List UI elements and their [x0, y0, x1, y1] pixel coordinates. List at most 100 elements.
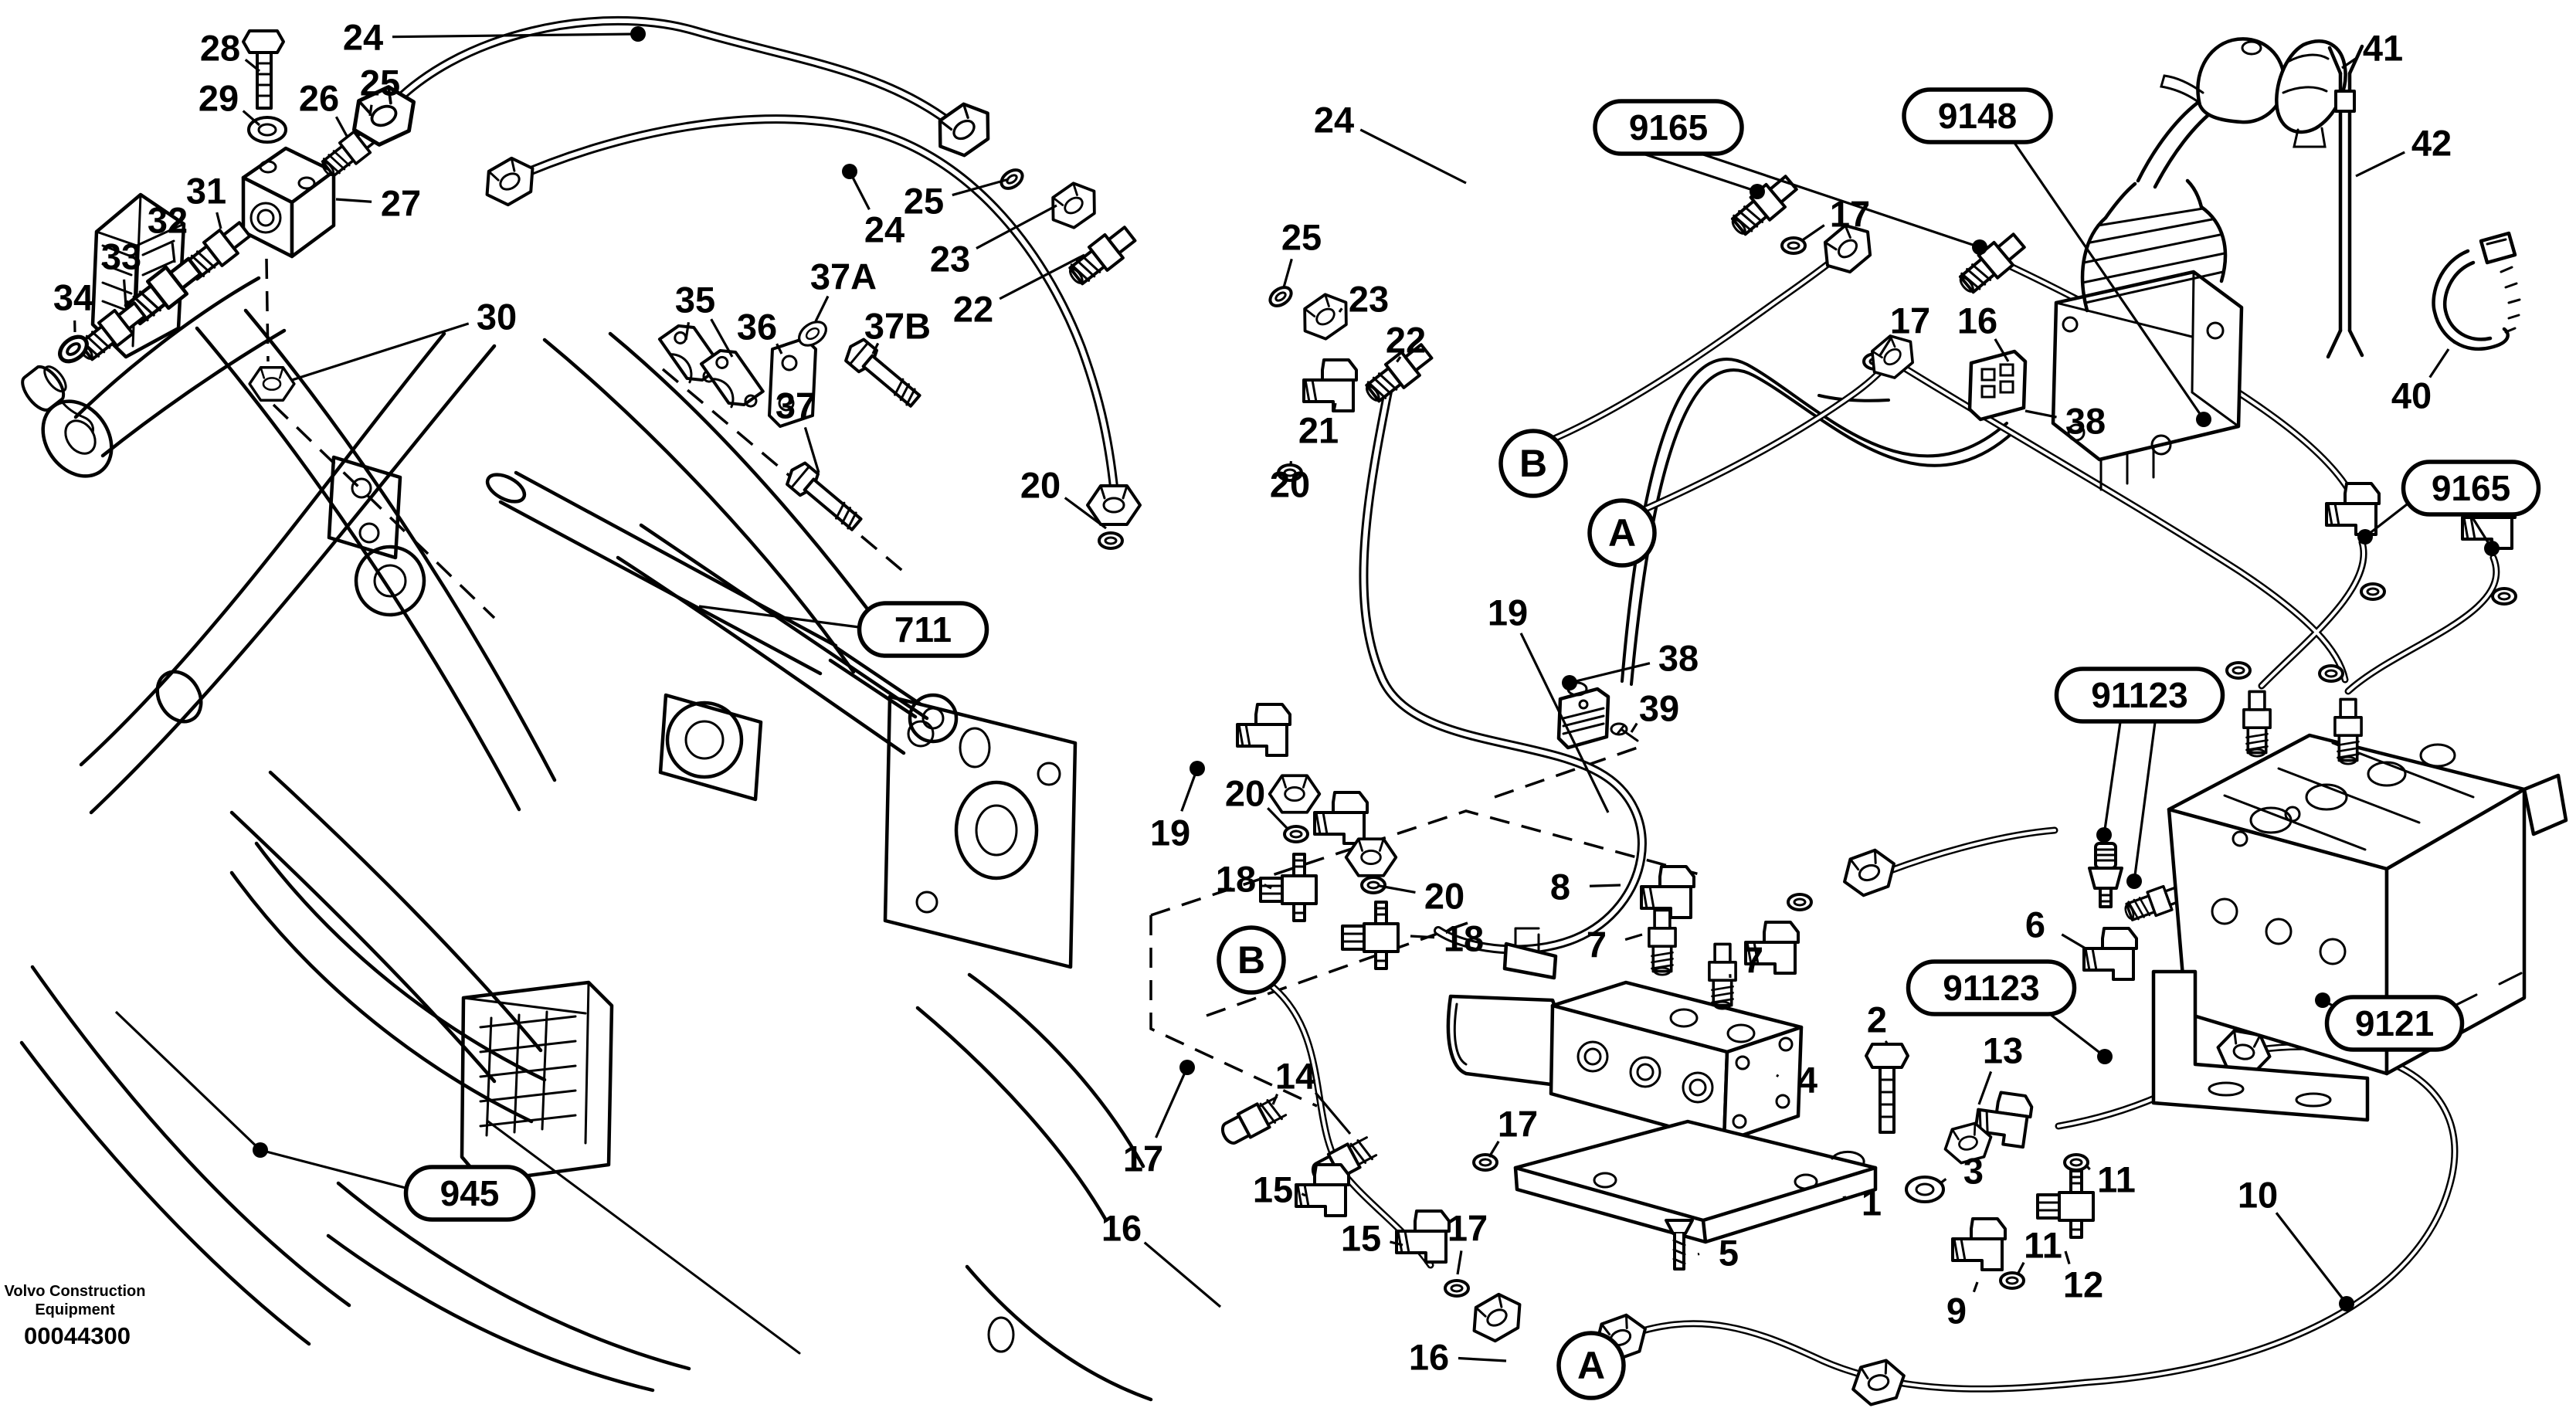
- part-label-41: 41: [2341, 28, 2403, 70]
- part-label-5: 5: [1697, 1233, 1739, 1274]
- part-label-18: 18: [1216, 859, 1272, 900]
- svg-text:16: 16: [1409, 1337, 1449, 1378]
- svg-text:33: 33: [101, 236, 141, 277]
- svg-text:31: 31: [186, 171, 226, 212]
- part-label-32: 32: [148, 200, 188, 263]
- svg-text:3: 3: [1963, 1151, 1984, 1192]
- part-label-17: 17: [1879, 300, 1930, 356]
- svg-text:9121: 9121: [2355, 1003, 2434, 1043]
- svg-text:17: 17: [1890, 300, 1930, 341]
- svg-text:17: 17: [1448, 1208, 1488, 1249]
- part-label-36: 36: [737, 307, 783, 355]
- svg-text:1: 1: [1862, 1182, 1882, 1223]
- part-label-13: 13: [1977, 1030, 2023, 1105]
- svg-text:19: 19: [1488, 592, 1528, 633]
- part-label-16: 16: [1957, 300, 2010, 362]
- ref-box-91123: 91123: [1906, 959, 2077, 1016]
- ref-box-945: 945: [403, 1165, 536, 1222]
- part-label-37A: 37A: [810, 256, 877, 322]
- svg-text:9: 9: [1946, 1291, 1967, 1332]
- part-label-31: 31: [186, 171, 226, 229]
- svg-text:2: 2: [1867, 999, 1887, 1040]
- part-label-16: 16: [1409, 1337, 1507, 1378]
- part-label-17: 17: [1448, 1208, 1488, 1275]
- svg-text:25: 25: [1281, 217, 1322, 258]
- part-label-38: 38: [1562, 638, 1699, 690]
- ref-box-9121: 9121: [2324, 995, 2465, 1052]
- company-name-line2: Equipment: [35, 1301, 115, 1318]
- drawing-number: 00044300: [24, 1322, 131, 1349]
- part-label-35: 35: [675, 280, 734, 358]
- svg-text:15: 15: [1253, 1169, 1293, 1210]
- part-label-27: 27: [335, 183, 421, 224]
- svg-text:A: A: [1608, 511, 1636, 555]
- svg-text:7: 7: [1743, 940, 1763, 981]
- components-artwork: [15, 29, 2568, 1408]
- svg-text:91123: 91123: [2091, 675, 2187, 715]
- svg-text:8: 8: [1550, 867, 1570, 908]
- part-label-33: 33: [101, 236, 141, 307]
- svg-text:25: 25: [360, 63, 400, 103]
- svg-text:11: 11: [2097, 1159, 2136, 1200]
- svg-text:91123: 91123: [1943, 968, 2039, 1008]
- part-label-18: 18: [1410, 918, 1484, 959]
- svg-text:15: 15: [1341, 1218, 1381, 1259]
- svg-text:17: 17: [1830, 194, 1870, 235]
- part-label-25: 25: [360, 63, 400, 117]
- part-label-39: 39: [1630, 688, 1679, 733]
- part-label-6: 6: [2025, 904, 2086, 950]
- svg-text:20: 20: [1225, 773, 1265, 814]
- svg-text:39: 39: [1639, 688, 1679, 729]
- ref-box-9148: 9148: [1902, 87, 2053, 144]
- svg-text:42: 42: [2411, 123, 2452, 164]
- part-label-24: 24: [343, 17, 646, 58]
- svg-text:17: 17: [1498, 1104, 1538, 1145]
- svg-text:37B: 37B: [864, 306, 931, 347]
- svg-text:9165: 9165: [1629, 107, 1708, 148]
- svg-text:20: 20: [1270, 464, 1310, 505]
- svg-text:711: 711: [894, 609, 952, 650]
- part-label-24: 24: [842, 164, 904, 250]
- part-label-37: 37: [776, 385, 820, 473]
- part-label-4: 4: [1776, 1060, 1817, 1101]
- svg-text:27: 27: [381, 183, 421, 224]
- part-label-40: 40: [2391, 348, 2450, 416]
- ref-box-711: 711: [857, 601, 989, 658]
- svg-text:945: 945: [440, 1173, 500, 1213]
- part-label-7: 7: [1729, 940, 1763, 981]
- svg-text:29: 29: [199, 78, 239, 119]
- part-label-21: 21: [1298, 402, 1339, 451]
- svg-text:35: 35: [675, 280, 715, 321]
- part-label-12: 12: [2063, 1250, 2103, 1305]
- svg-text:26: 26: [299, 78, 339, 119]
- svg-text:18: 18: [1216, 859, 1256, 900]
- svg-text:16: 16: [1101, 1208, 1142, 1249]
- part-label-8: 8: [1550, 867, 1621, 908]
- part-label-22: 22: [1386, 320, 1426, 363]
- svg-text:6: 6: [2025, 904, 2045, 945]
- svg-text:25: 25: [904, 181, 944, 222]
- svg-text:38: 38: [1658, 638, 1699, 679]
- marker-B: B: [1217, 925, 1286, 995]
- part-label-17: 17: [1123, 1060, 1195, 1179]
- part-label-42: 42: [2355, 123, 2452, 178]
- leader-lines: [114, 142, 2500, 1189]
- ref-box-9165: 9165: [1593, 99, 1744, 156]
- part-label-19: 19: [1488, 592, 1610, 813]
- svg-text:9148: 9148: [1938, 96, 2017, 136]
- svg-text:36: 36: [737, 307, 777, 348]
- svg-text:32: 32: [148, 200, 188, 241]
- svg-text:24: 24: [864, 209, 904, 250]
- svg-text:28: 28: [200, 28, 240, 69]
- svg-text:38: 38: [2065, 401, 2106, 442]
- svg-text:9165: 9165: [2432, 468, 2510, 508]
- part-label-30: 30: [291, 297, 517, 382]
- svg-text:12: 12: [2063, 1264, 2103, 1305]
- svg-text:7: 7: [1587, 925, 1607, 965]
- part-label-9: 9: [1946, 1281, 1979, 1332]
- company-name-line1: Volvo Construction: [5, 1283, 146, 1300]
